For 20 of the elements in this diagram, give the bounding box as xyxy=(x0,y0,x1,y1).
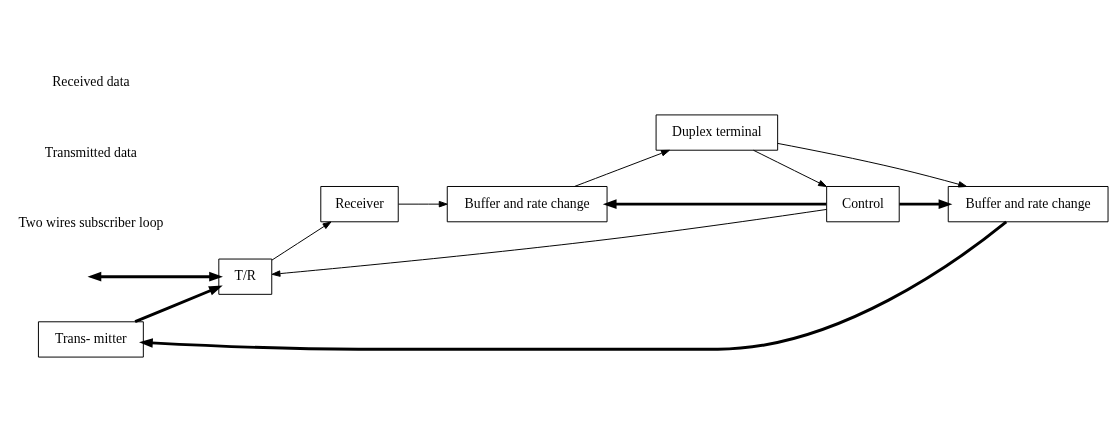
arrow xyxy=(271,208,828,277)
arrow xyxy=(602,198,827,209)
node-box: Receiver xyxy=(320,185,399,222)
arrow xyxy=(271,221,332,261)
node-box: T/R xyxy=(218,258,273,295)
label: Received data xyxy=(52,73,130,89)
label: Transmitted data xyxy=(44,144,137,160)
node-box: Buffer and rate change xyxy=(446,185,608,222)
arrow xyxy=(139,220,1008,351)
arrow xyxy=(899,198,953,209)
node-box: Trans- mitter xyxy=(37,320,144,358)
node-box: Buffer and rate change xyxy=(947,185,1109,222)
node-box: Duplex terminal xyxy=(655,113,779,151)
arrow xyxy=(777,142,968,187)
node-box: Control xyxy=(826,185,900,222)
arrow xyxy=(134,285,223,323)
arrow xyxy=(574,149,670,187)
arrow xyxy=(753,149,827,187)
arrow xyxy=(398,200,448,207)
label: Two wires subscriber loop xyxy=(18,214,164,230)
